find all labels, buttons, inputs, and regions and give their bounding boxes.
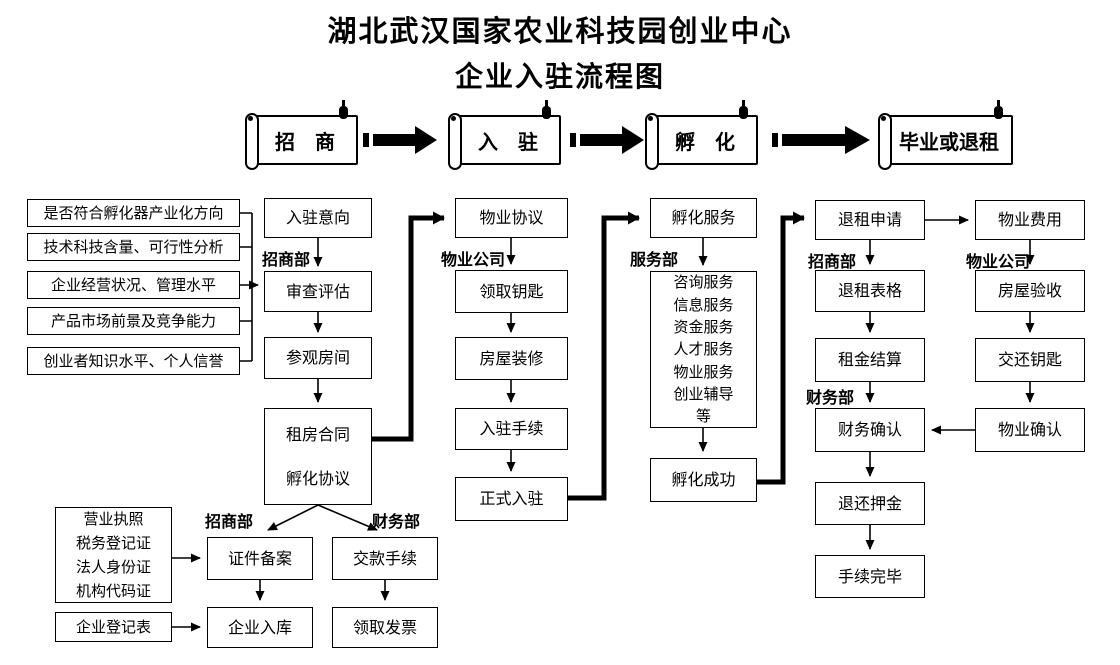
criteria-connector-lines	[240, 212, 254, 362]
title-line2: 企业入驻流程图	[454, 60, 665, 93]
node-license-documents: 营业执照 税务登记证 法人身份证 机构代码证	[55, 507, 172, 603]
node-incubation-success: 孵化成功	[650, 458, 757, 502]
node-movein-procedure: 入驻手续	[455, 408, 568, 450]
node-rent-settlement: 租金结算	[815, 338, 925, 382]
node-incubation-service: 孵化服务	[650, 198, 757, 238]
banner-arrow-1	[363, 126, 437, 154]
node-criteria-market: 产品市场前景及竞争能力	[27, 307, 240, 335]
dept-label-wuye-gongsi-col6: 物业公司	[966, 252, 1031, 271]
scroll-pin-icon	[994, 100, 1003, 119]
node-registration-form: 企业登记表	[55, 612, 172, 642]
scroll-roll-icon	[245, 113, 259, 170]
node-property-fee: 物业费用	[975, 200, 1085, 240]
dept-label-caiwubu-col5: 财务部	[806, 388, 855, 407]
node-procedure-complete: 手续完毕	[815, 555, 925, 598]
banner-biye-tuizu-label: 毕业或退租	[899, 129, 999, 154]
node-review-assess: 审查评估	[264, 271, 372, 312]
banner-fuhua-label: 孵 化	[675, 129, 735, 154]
node-official-movein: 正式入驻	[455, 477, 568, 521]
node-refund-deposit: 退还押金	[815, 482, 925, 525]
page-title: 湖北武汉国家农业科技园创业中心 企业入驻流程图	[0, 8, 1120, 95]
node-service-list: 咨询服务 信息服务 资金服务 人才服务 物业服务 创业辅导 等	[650, 271, 757, 428]
dept-label-zhaoshangbu-col5: 招商部	[808, 252, 857, 271]
node-finance-confirm: 财务确认	[815, 408, 925, 452]
node-lease-end-apply: 退租申请	[815, 200, 925, 240]
banner-fuhua: 孵 化	[645, 100, 758, 170]
banner-arrow-3	[772, 126, 870, 154]
scroll-roll-icon	[448, 113, 462, 170]
node-return-keys: 交还钥匙	[975, 338, 1085, 382]
dept-label-zhaoshangbu-filing: 招商部	[205, 512, 254, 531]
banner-zhaoshang-label: 招 商	[275, 129, 335, 154]
title-line1: 湖北武汉国家农业科技园创业中心	[327, 14, 793, 48]
banner-zhaoshang: 招 商	[245, 100, 358, 170]
node-room-inspection: 房屋验收	[975, 270, 1085, 312]
node-enterprise-inbound: 企业入库	[207, 607, 313, 648]
banner-ruzhu: 入 驻	[448, 100, 561, 170]
thick-elbow-connectors	[372, 211, 805, 501]
dept-label-wuye-gongsi-col3: 物业公司	[441, 250, 506, 269]
scroll-roll-icon	[878, 113, 892, 170]
scroll-roll-icon	[645, 113, 659, 170]
node-property-confirm: 物业确认	[975, 408, 1085, 452]
node-lease-incubation-contract: 租房合同 孵化协议	[264, 408, 372, 505]
dept-label-fuwubu-col4: 服务部	[630, 250, 679, 269]
node-property-agreement: 物业协议	[455, 198, 568, 238]
node-criteria-reputation: 创业者知识水平、个人信誉	[27, 347, 240, 375]
node-visit-room: 参观房间	[264, 337, 372, 379]
node-room-decoration: 房屋装修	[455, 337, 568, 380]
scroll-pin-icon	[542, 100, 551, 119]
node-document-record: 证件备案	[207, 537, 313, 580]
banner-arrow-2	[570, 126, 644, 154]
banner-ruzhu-label: 入 驻	[478, 129, 538, 154]
node-receive-invoice: 领取发票	[332, 607, 438, 648]
scroll-pin-icon	[739, 100, 748, 119]
dept-label-caiwubu-filing: 财务部	[372, 512, 421, 531]
node-receive-keys: 领取钥匙	[455, 270, 568, 313]
thin-arrows	[172, 215, 1035, 632]
node-lease-end-form: 退租表格	[815, 270, 925, 312]
dept-label-zhaoshangbu-col2: 招商部	[262, 250, 311, 269]
banner-biye-tuizu: 毕业或退租	[878, 100, 1013, 170]
node-criteria-management: 企业经营状况、管理水平	[27, 271, 240, 299]
scroll-pin-icon	[339, 100, 348, 119]
node-payment-procedure: 交款手续	[332, 537, 438, 580]
node-criteria-direction: 是否符合孵化器产业化方向	[27, 199, 240, 227]
node-criteria-feasibility: 技术科技含量、可行性分析	[27, 233, 240, 261]
node-entry-intent: 入驻意向	[264, 198, 372, 238]
